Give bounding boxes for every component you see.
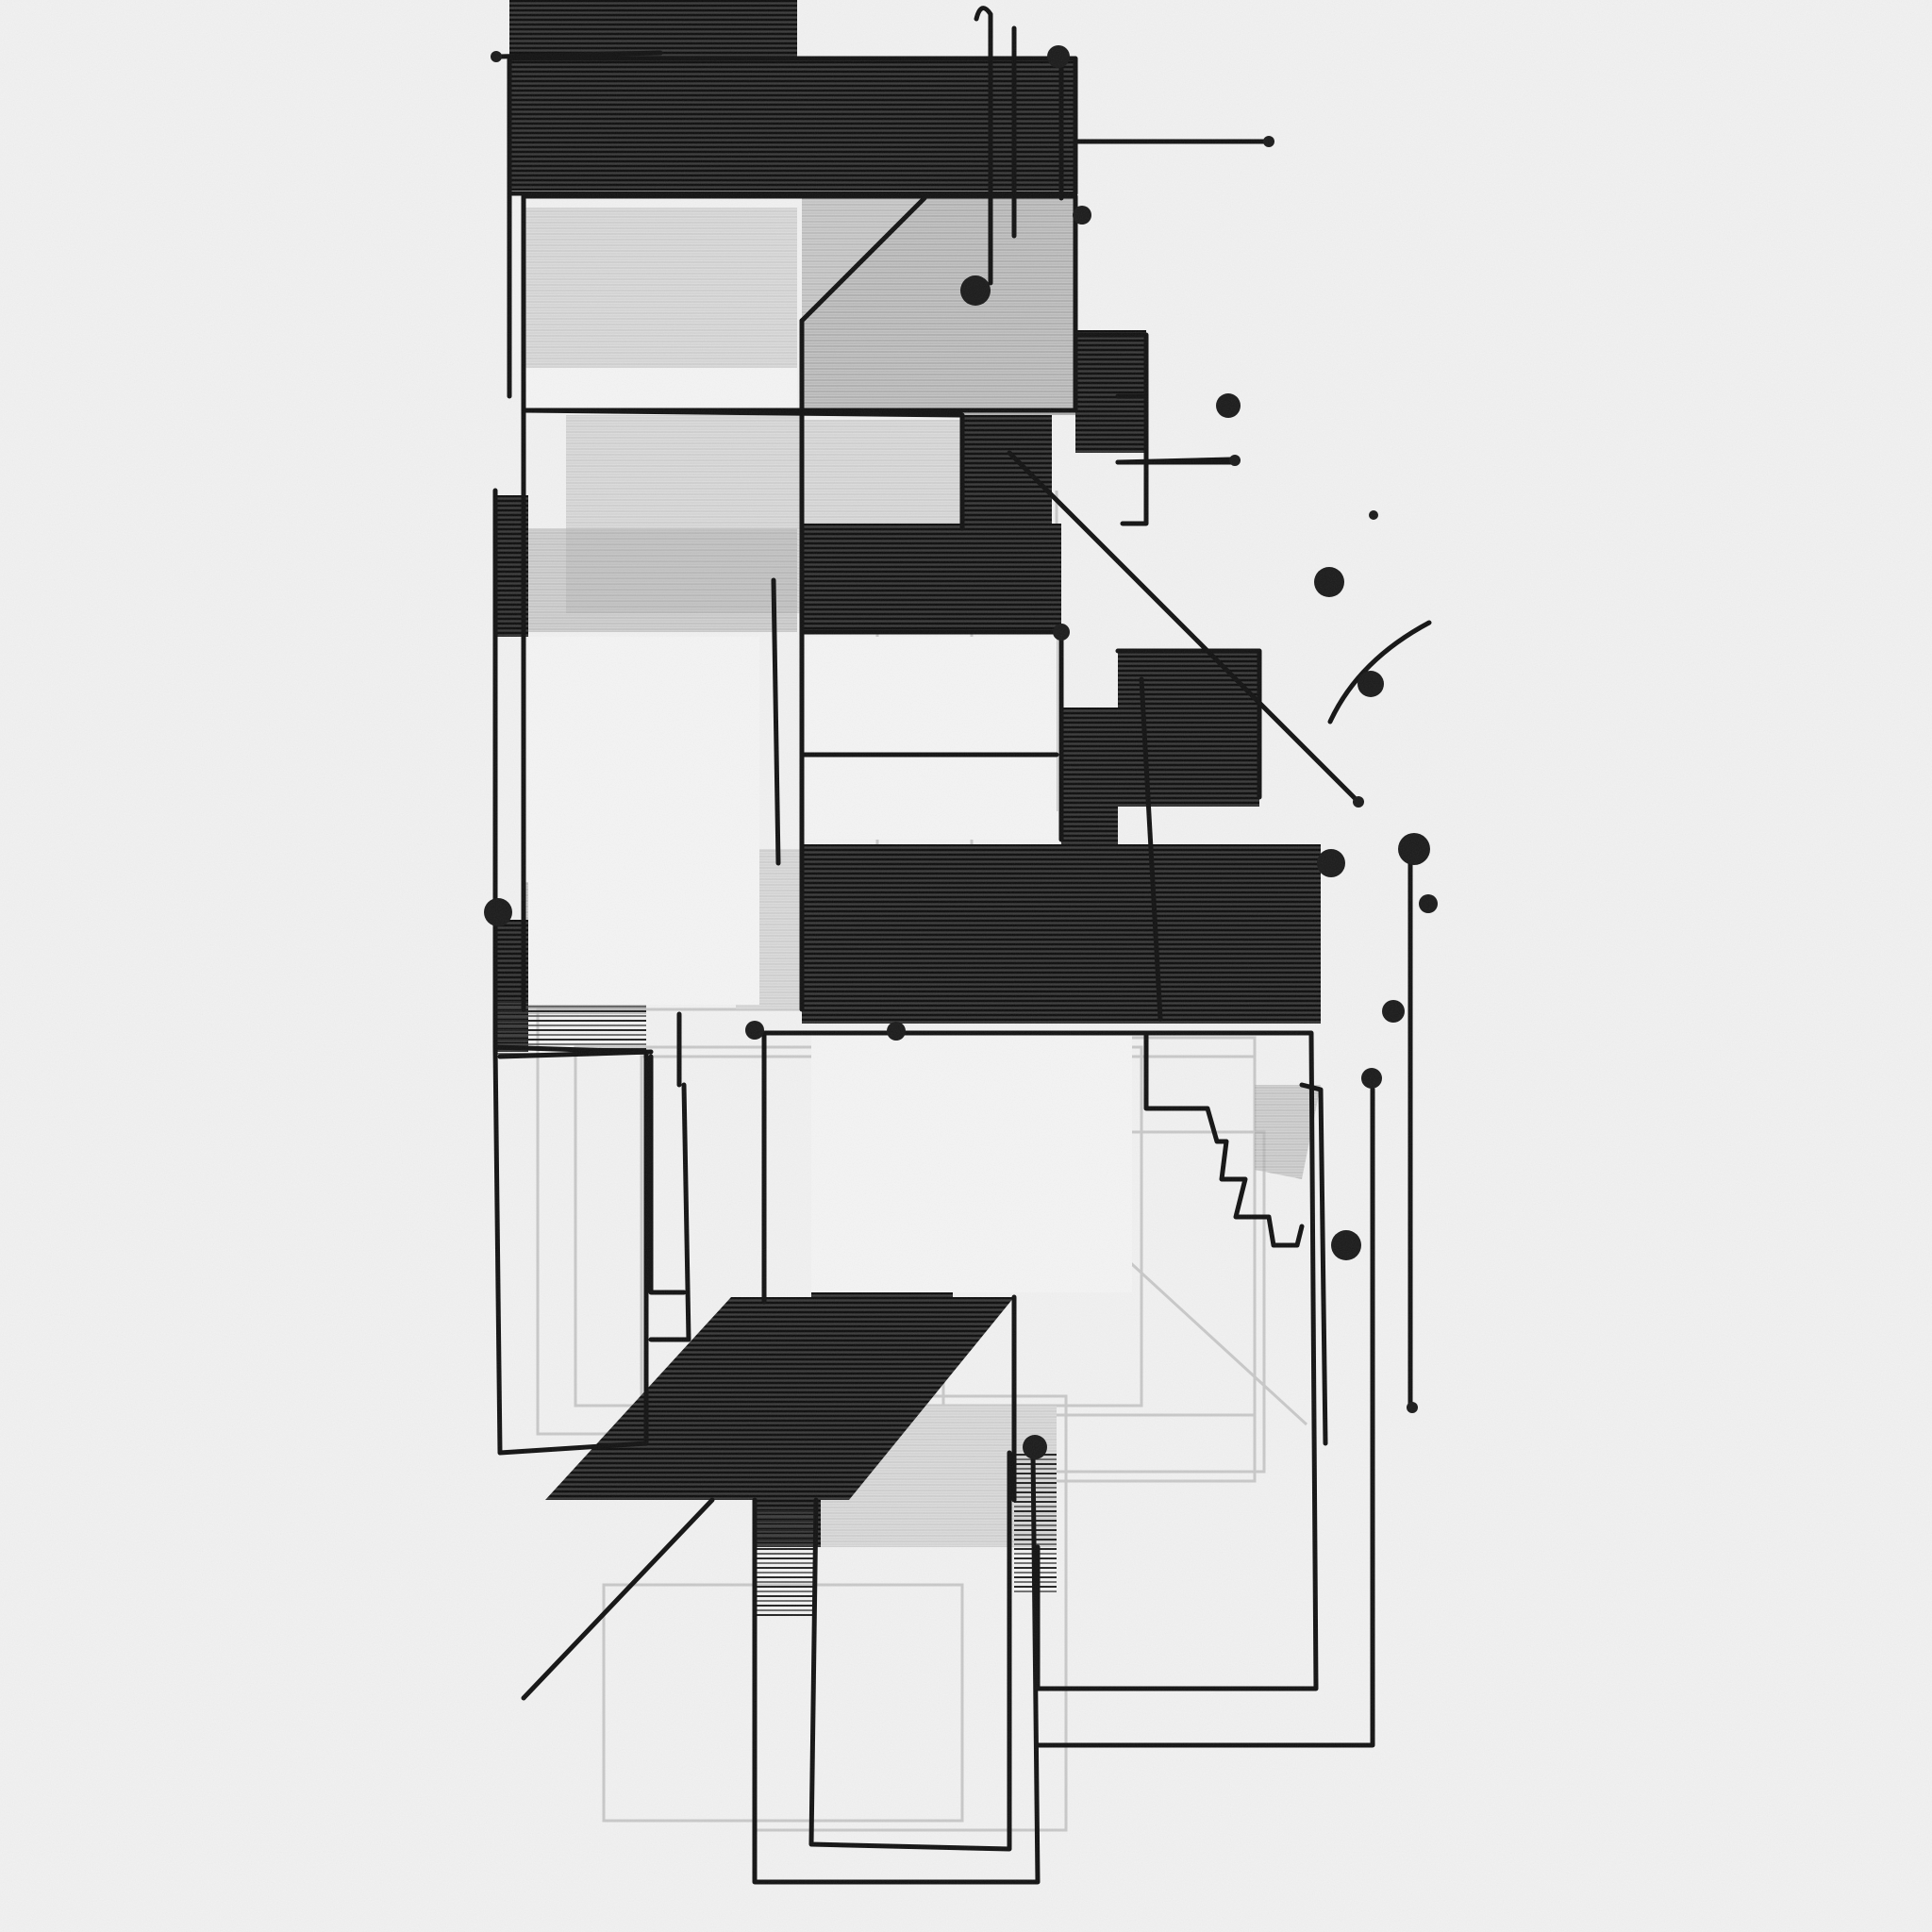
artwork-canvas	[0, 0, 1932, 1932]
paper-grain	[0, 0, 1932, 1932]
